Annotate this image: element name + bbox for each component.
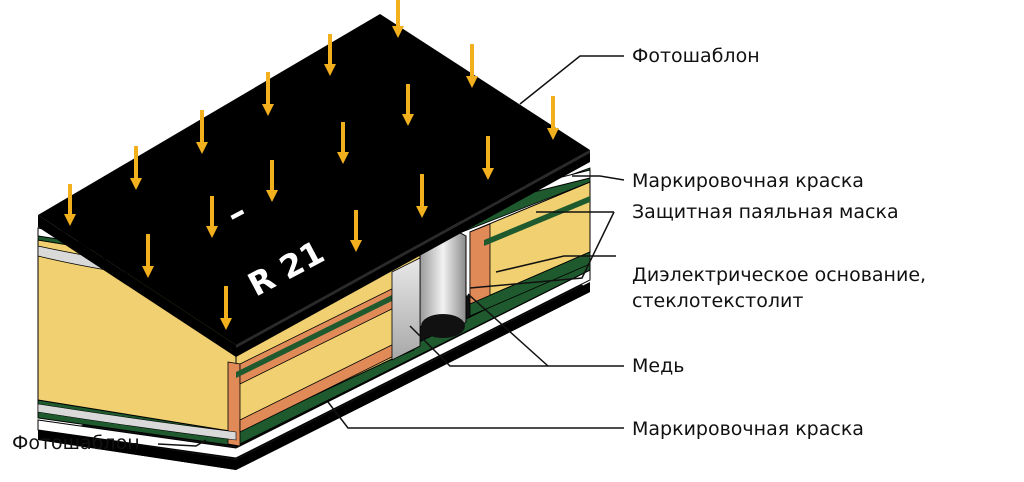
exposure-arrow: [416, 174, 428, 218]
leader-lines: [157, 55, 625, 447]
label-dielectric-line2: стеклотекстолит: [632, 290, 804, 312]
leader-copper-1: [409, 325, 624, 367]
exposure-arrow: [266, 160, 278, 202]
exposure-arrow: [130, 146, 142, 190]
label-solder-mask: Защитная паяльная маска: [632, 201, 899, 223]
exposure-arrow: [220, 286, 232, 330]
label-photomask-top: Фотошаблон: [632, 45, 760, 67]
label-photomask-bottom: Фотошаблон: [12, 432, 140, 454]
top-photomask: [38, 14, 590, 357]
plated-through-hole: [391, 229, 467, 361]
exposure-arrow: [466, 44, 478, 88]
exposure-arrow: [196, 110, 208, 154]
exposure-arrow: [324, 34, 336, 76]
leader-photomask-bottom: [157, 439, 207, 447]
label-marking-ink-top: Маркировочная краска: [632, 170, 864, 192]
label-dielectric-line1: Диэлектрическое основание,: [632, 264, 927, 286]
exposure-arrow: [482, 136, 494, 180]
exposure-arrows: [64, 0, 559, 330]
bottom-marking-ink-layer: [37, 269, 591, 459]
label-copper: Медь: [632, 355, 685, 377]
exposure-arrow: [142, 234, 154, 278]
left-dielectric-block: [37, 173, 421, 447]
label-marking-ink-bottom: Маркировочная краска: [632, 418, 864, 440]
leader-marking-ink-bottom: [327, 401, 624, 429]
exposure-arrow: [262, 72, 274, 116]
exposure-arrow: [350, 210, 362, 252]
exposure-arrow: [402, 84, 414, 126]
exposure-arrow: [206, 196, 218, 238]
exposure-arrow: [547, 96, 559, 140]
leader-dielectric: [495, 255, 616, 273]
exposure-arrow: [392, 0, 404, 38]
exposure-arrow: [337, 122, 349, 164]
left-bottom-edge-finish: [37, 403, 237, 441]
leader-solder-mask-2: [469, 211, 615, 289]
exposure-arrow: [64, 184, 76, 226]
leader-copper-2: [467, 293, 549, 367]
leader-marking-ink-top: [572, 175, 625, 181]
leader-photomask-top: [519, 55, 624, 105]
